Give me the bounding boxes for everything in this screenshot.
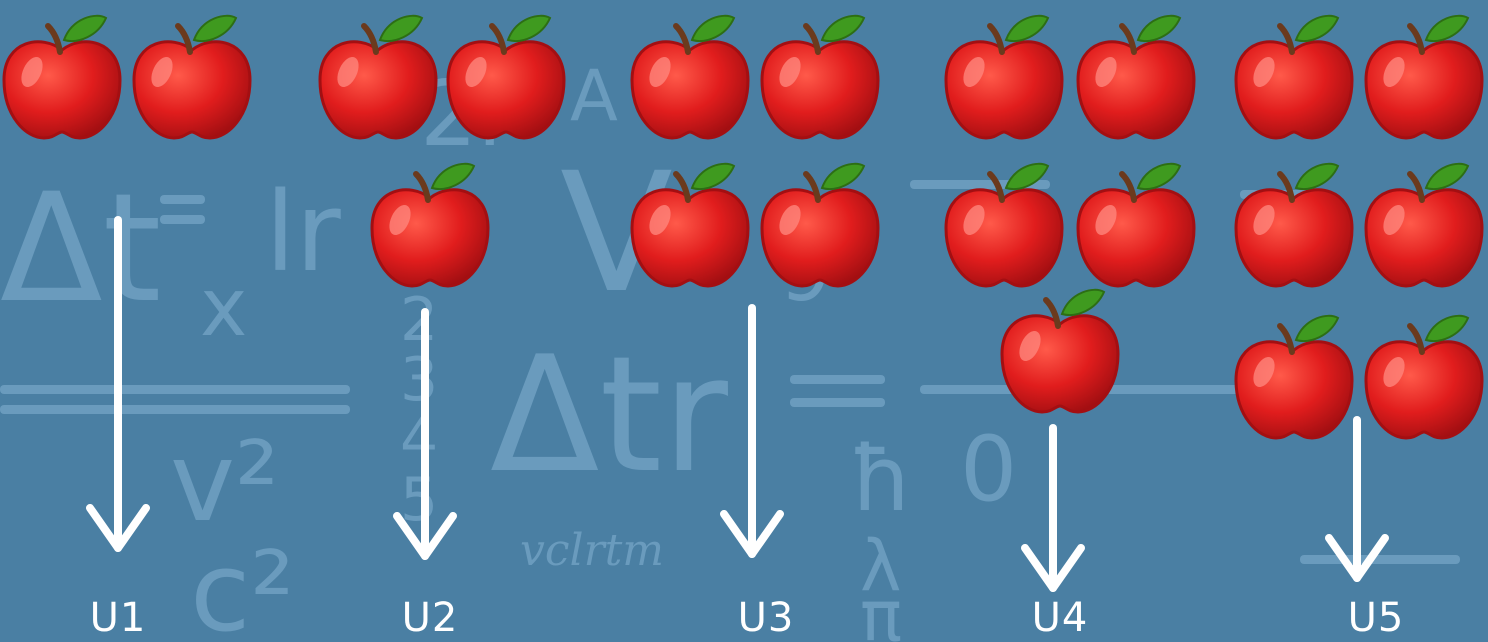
group-label: U3: [737, 595, 795, 641]
apple-icon: [1076, 162, 1196, 288]
apple-icon: [1234, 14, 1354, 140]
formula-line: [160, 195, 205, 204]
formula-symbol: v²: [170, 418, 279, 546]
formula-symbol: x: [200, 261, 247, 354]
arrow-down-icon: [1325, 416, 1389, 582]
formula-line: [160, 215, 205, 224]
apple-icon: [760, 162, 880, 288]
formula-line: [0, 405, 350, 414]
formula-symbol: lr: [265, 168, 342, 296]
apple-icon: [630, 162, 750, 288]
apple-icon: [446, 14, 566, 140]
formula-symbol: c²: [190, 528, 295, 642]
apple-icon: [760, 14, 880, 140]
apple-icon: [944, 14, 1064, 140]
apple-icon: [370, 162, 490, 288]
formula-symbol: Δt: [0, 162, 161, 336]
formula-word: vclrtm: [520, 525, 664, 576]
group-label: U4: [1031, 595, 1089, 641]
formula-symbol: 4: [400, 405, 438, 475]
formula-line: [0, 385, 350, 394]
apple-icon: [1234, 314, 1354, 440]
formula-symbol: A: [570, 55, 618, 137]
apple-icon: [1364, 14, 1484, 140]
formula-symbol: Δtr: [490, 321, 728, 508]
formula-symbol: 0: [960, 417, 1017, 522]
formula-symbol: 3: [400, 345, 438, 415]
group-label: U2: [401, 595, 459, 641]
group-label: U5: [1347, 595, 1405, 641]
apple-icon: [2, 14, 122, 140]
group-label: U1: [89, 595, 147, 641]
apple-icon: [1000, 288, 1120, 414]
arrow-down-icon: [393, 308, 457, 560]
arrow-down-icon: [720, 304, 784, 558]
formula-line: [790, 398, 885, 407]
apple-icon: [132, 14, 252, 140]
formula-symbol: 2: [400, 285, 438, 355]
apple-icon: [318, 14, 438, 140]
formula-line: [790, 375, 885, 384]
apple-icon: [630, 14, 750, 140]
arrow-down-icon: [1021, 424, 1085, 592]
apple-icon: [1364, 162, 1484, 288]
apple-icon: [1364, 314, 1484, 440]
apple-icon: [1234, 162, 1354, 288]
formula-symbol: π: [860, 575, 902, 642]
formula-symbol: ħ: [850, 427, 913, 532]
apple-icon: [944, 162, 1064, 288]
apple-icon: [1076, 14, 1196, 140]
formula-symbol: λ: [860, 525, 901, 607]
arrow-down-icon: [86, 216, 150, 552]
